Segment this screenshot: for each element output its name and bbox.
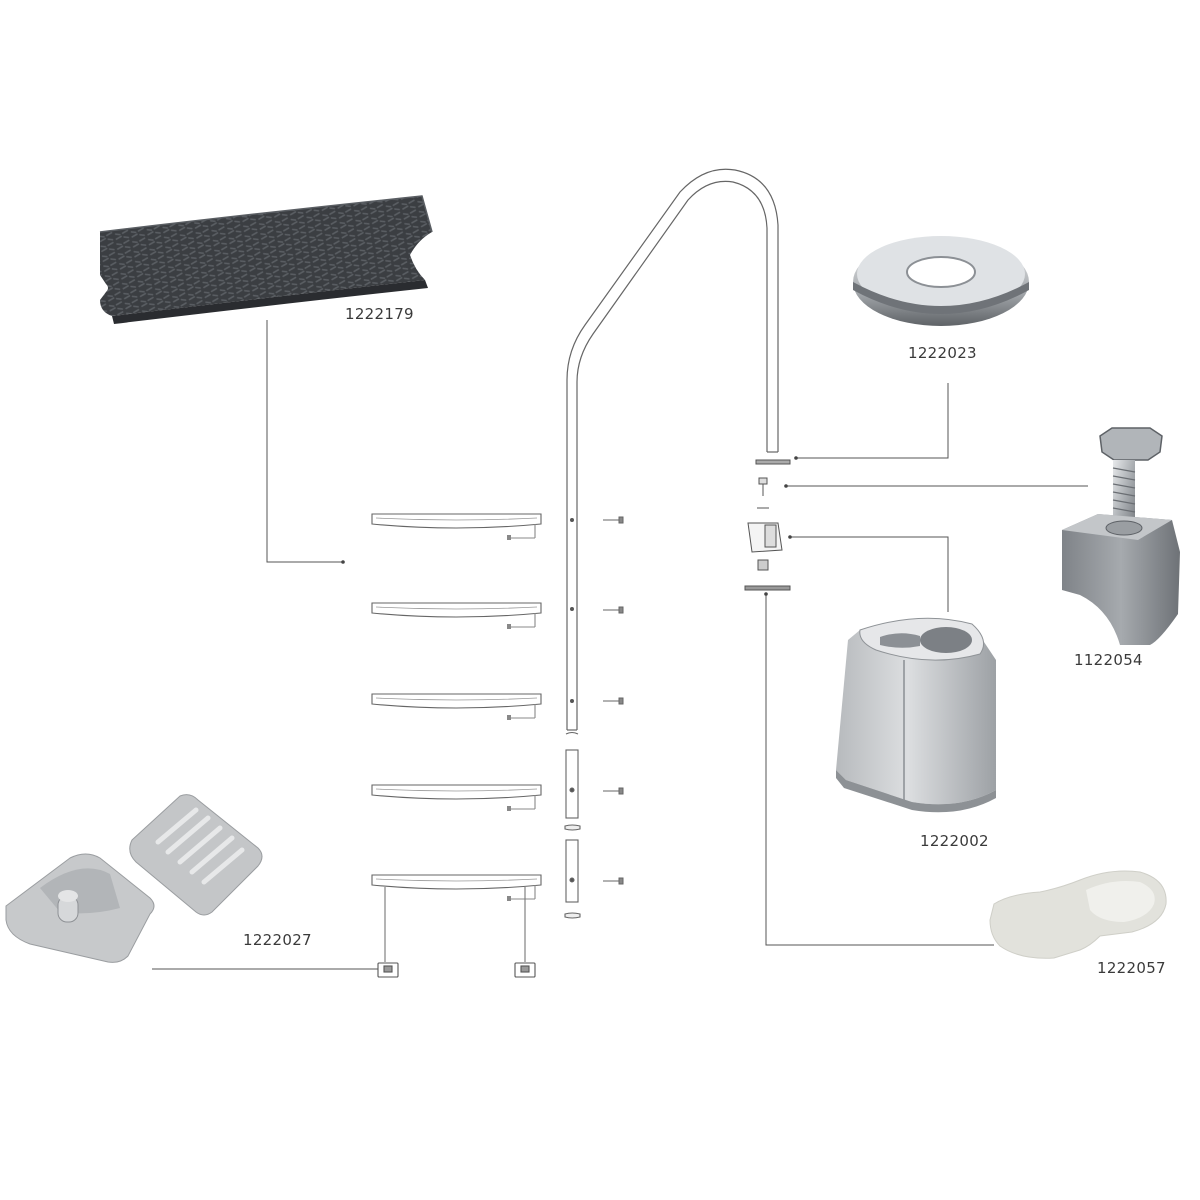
part-label-1222179: 1222179: [345, 305, 414, 323]
leader-line-1222057: [765, 594, 994, 946]
ladder-tread-icon: [99, 195, 433, 324]
bottom-bumpers: [377, 962, 536, 978]
socket-cover-icon: [989, 870, 1167, 959]
bumper-pad: [129, 794, 263, 916]
anchoring-socket-icon: [836, 617, 996, 813]
leader-line-1222002: [790, 536, 949, 612]
anchor-stack: [744, 459, 791, 591]
step-1: [371, 513, 542, 540]
cover-flange-icon: [853, 236, 1029, 326]
rubber-bumper-icon: [5, 794, 263, 963]
step-3: [371, 693, 542, 720]
handrail-tube: [566, 168, 779, 731]
ladder-steps: [371, 513, 542, 962]
tube-holes: [570, 518, 574, 703]
step-4: [371, 784, 542, 811]
step-5: [371, 874, 542, 962]
part-label-1222002: 1222002: [920, 832, 989, 850]
leader-line-1222179: [266, 320, 343, 563]
leader-line-1222023: [796, 383, 949, 459]
lower-tube-segments: [564, 731, 581, 919]
bumper-base: [5, 853, 155, 963]
leader-lines: [152, 320, 1088, 970]
part-label-1222023: 1222023: [908, 344, 977, 362]
part-label-1222057: 1222057: [1097, 959, 1166, 977]
part-label-1122054: 1122054: [1074, 651, 1143, 669]
leader-dots: [341, 456, 798, 596]
step-2: [371, 602, 542, 629]
part-label-1222027: 1222027: [243, 931, 312, 949]
anchor-bolt-block-icon: [1062, 427, 1180, 645]
step-screws: [603, 516, 624, 885]
